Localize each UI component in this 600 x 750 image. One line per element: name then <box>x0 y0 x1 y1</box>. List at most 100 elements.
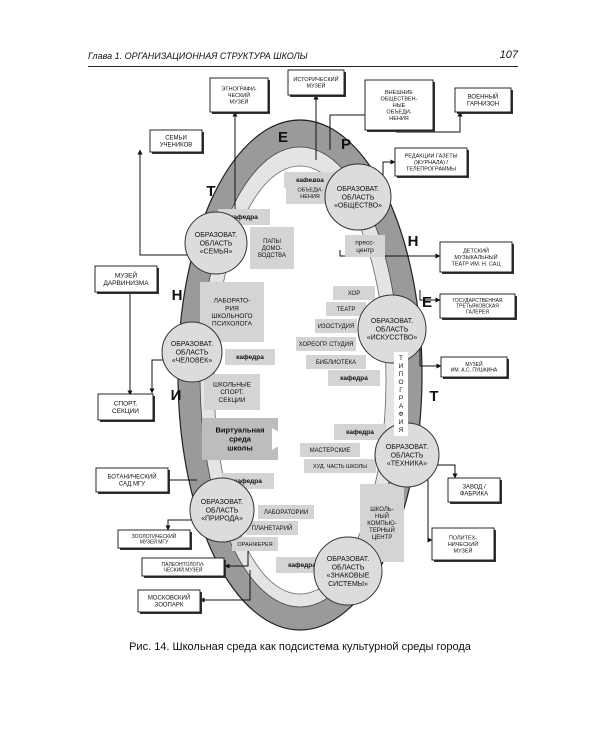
external-box-frame <box>431 527 495 561</box>
inner-block-bg <box>345 235 385 257</box>
inner-block-bg <box>225 349 275 365</box>
ring-letter: И <box>171 387 182 404</box>
external-box-line: ГАЛЕРЕЯ <box>466 310 489 316</box>
inner-block-line: среда <box>229 435 252 444</box>
connector-line <box>224 550 249 569</box>
area-circle-line: «ТЕХНИКА» <box>387 461 427 468</box>
connectors <box>127 94 463 603</box>
inner-block-bg <box>315 319 357 333</box>
external-box-line: ПОЛИТЕХ- <box>449 535 477 541</box>
connector-line <box>339 250 441 259</box>
external-box-line: БОТАНИЧЕСКИЙ <box>107 473 156 481</box>
inner-block-line: кафедра <box>346 429 374 436</box>
inner-block: ТЕАТР <box>326 302 366 316</box>
area-circle-line: СИСТЕМЫ» <box>328 581 368 588</box>
external-box-frame <box>137 589 201 613</box>
area-circle-line: ОБЛАСТЬ <box>176 349 209 356</box>
area-circle-line: «ПРИРОДА» <box>201 516 243 523</box>
inner-block-bg <box>333 286 375 300</box>
vertical-label-char: И <box>399 363 404 370</box>
inner-block-bg <box>246 521 298 535</box>
vertical-label-char: Я <box>399 427 404 434</box>
inner-block: ИЗОСТУДИЯ <box>315 319 357 333</box>
connector-line <box>419 340 442 369</box>
external-box-line: НИЧЕСКИЙ <box>448 540 478 548</box>
inner-block: кафедра <box>328 370 380 386</box>
area-circle-line: «ИСКУССТВО» <box>367 335 418 342</box>
inner-block-bg <box>296 337 356 351</box>
external-box-line: ЗООПАРК <box>155 603 184 609</box>
inner-block-line: ИЗОСТУДИЯ <box>318 324 355 330</box>
area-circle-shape <box>313 536 383 606</box>
external-box-line: ФАБРИКА <box>460 492 488 498</box>
external-box-line: ЭТНОГРАФИ- <box>221 86 256 92</box>
external-box-line: ГОСУДАРСТВЕННАЯ <box>452 298 502 304</box>
area-circle: ОБРАЗОВАТ.ОБЛАСТЬ«ИСКУССТВО» <box>357 294 427 364</box>
area-circle: ОБРАЗОВАТ.ОБЛАСТЬ«СЕМЬЯ» <box>184 211 248 275</box>
external-box-frame <box>439 293 516 319</box>
connector-line <box>419 290 441 303</box>
inner-block-bg <box>204 374 260 410</box>
page-number: 107 <box>499 49 518 61</box>
vertical-label-char: Г <box>399 387 403 394</box>
ring-letter: Т <box>429 388 438 405</box>
area-circle-line: ОБРАЗОВАТ. <box>171 341 213 348</box>
external-box-line: ИСТОРИЧЕСКИЙ <box>293 75 338 83</box>
vertical-label-char: И <box>399 419 404 426</box>
inner-block-line: ШКОЛЬНОГО <box>211 313 252 320</box>
inner-block-line: ХОРЕОГР. СТУДИЯ <box>299 342 354 348</box>
ring-letter: Е <box>278 129 288 146</box>
inner-block-line: ПСИХОЛОГА <box>212 321 253 328</box>
external-box-frame <box>440 356 508 378</box>
inner-block-line: ОБЪЕДИ- <box>297 188 322 194</box>
external-box-line: ТРЕТЬЯКОВСКАЯ <box>456 304 499 310</box>
connector-line <box>199 570 251 603</box>
running-header: Глава 1. ОРГАНИЗАЦИОННАЯ СТРУКТУРА ШКОЛЫ… <box>88 49 518 67</box>
inner-block-line: ПАПЫ <box>263 239 281 245</box>
inner-block-line: ХУД. ЧАСТЬ ШКОЛЫ <box>313 464 367 470</box>
inner-block-line: кафедра <box>296 177 324 184</box>
inner-block-line: ПЛАНЕТАРИЙ <box>252 524 293 532</box>
external-box-frame <box>287 69 345 96</box>
external-box-line: ВНЕШНИЕ <box>385 90 413 96</box>
inner-block-line: ХОР <box>348 291 360 297</box>
external-box-frame <box>117 529 191 549</box>
vertical-label-char: Т <box>399 355 403 362</box>
vertical-label-char: Р <box>399 395 403 402</box>
external-box-line: ДАРВИНИЗМА <box>103 280 149 287</box>
inner-block-line: кафедра <box>288 562 316 569</box>
ring-letter: Р <box>341 136 351 153</box>
inner-block-line: РИЯ <box>225 305 239 312</box>
external-box-line: МУЗЕЙ <box>465 360 483 368</box>
inner-block: кафедра <box>334 424 386 440</box>
inner-block: ХУД. ЧАСТЬ ШКОЛЫ <box>304 459 376 473</box>
inner-block-line: МАСТЕРСКИЕ <box>310 448 351 454</box>
inner-block-line: ТЕРНЫЙ <box>369 526 395 534</box>
vertical-label-char: А <box>399 403 404 410</box>
external-box-line: МУЗЫКАЛЬНЫЙ <box>454 253 497 261</box>
area-circle-line: ОБЛАСТЬ <box>332 564 365 571</box>
inner-block-line: кафедра <box>340 375 368 382</box>
external-box-line: МУЗЕЙ <box>115 270 138 279</box>
connector-line <box>412 477 433 543</box>
area-circle-line: ОБЛАСТЬ <box>342 194 375 201</box>
area-circle-line: ОБЛАСТЬ <box>391 452 424 459</box>
area-circle-line: «СЕМЬЯ» <box>200 249 233 256</box>
inner-block-line: школы <box>227 443 252 452</box>
external-box: ЗАВОД /ФАБРИКА <box>447 477 502 504</box>
external-box-line: СЕМЬИ <box>165 136 187 142</box>
inner-block-line: ЛАБОРАТОРИИ <box>264 510 308 516</box>
inner-block: ХОР <box>333 286 375 300</box>
external-box-frame <box>97 393 154 421</box>
area-circle-line: ОБРАЗОВАТ. <box>201 499 243 506</box>
external-box: РЕДАКЦИИ ГАЗЕТЫ(ЖУРНАЛА) /ТЕЛЕПРОГРАММЫ <box>394 147 469 178</box>
area-circle-line: ОБРАЗОВАТ. <box>195 232 237 239</box>
